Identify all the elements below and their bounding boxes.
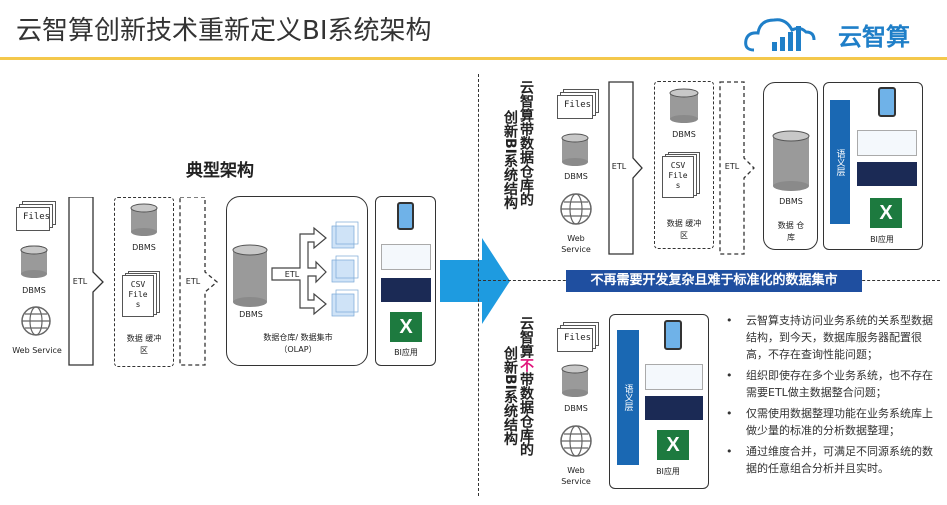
vertical-separator bbox=[478, 74, 479, 496]
top-web-service-label: Web Service bbox=[561, 234, 591, 254]
top-excel-icon: X bbox=[870, 198, 902, 228]
top-warehouse-dbms-label: DBMS bbox=[779, 197, 803, 206]
bottom-web-service-label: Web Service bbox=[561, 466, 591, 486]
top-etl2-label: ETL bbox=[724, 162, 740, 171]
top-files-label: Files bbox=[557, 95, 593, 119]
left-warehouse-label: 数据仓库/ 数据集市（OLAP） bbox=[263, 333, 333, 354]
left-buffer-box bbox=[114, 197, 174, 367]
left-dashboard-thumb bbox=[381, 244, 431, 270]
typical-architecture-heading: 典型架构 bbox=[186, 161, 254, 181]
benefit-bullets: 云智算支持访问业务系统的关系型数据结构，到今天，数据库服务器配置很高，不存在查询… bbox=[722, 312, 936, 481]
bottom-vtitle-a: 云智算不带数据仓库的 bbox=[518, 316, 534, 500]
top-dashboard-dark-thumb bbox=[857, 162, 917, 186]
top-buffer-box bbox=[654, 81, 714, 249]
top-web-globe-icon bbox=[560, 193, 592, 225]
left-etl-olap-arrows bbox=[271, 221, 359, 317]
top-csv-label: CSV File s bbox=[662, 156, 694, 198]
left-etl2-label: ETL bbox=[185, 277, 201, 286]
top-bi-box bbox=[823, 82, 923, 250]
top-buffer-dbms-label: DBMS bbox=[672, 130, 696, 139]
left-buffer-db-icon bbox=[130, 203, 158, 236]
left-etl2-arrow bbox=[179, 197, 219, 366]
page-title: 云智算创新技术重新定义BI系统架构 bbox=[16, 16, 432, 46]
header-divider bbox=[0, 57, 947, 60]
bottom-files-label: Files bbox=[557, 328, 593, 352]
bottom-excel-icon: X bbox=[657, 430, 689, 460]
left-etl1-label: ETL bbox=[72, 277, 88, 286]
left-files-icon: Files bbox=[16, 201, 56, 231]
top-buffer-label: 数据 缓冲区 bbox=[666, 219, 702, 240]
bottom-web-globe-icon bbox=[560, 425, 592, 457]
bottom-semantic-layer: 语义层 bbox=[617, 330, 639, 465]
left-phone-icon bbox=[397, 202, 414, 230]
left-web-globe-icon bbox=[21, 306, 51, 336]
bullet-item: 云智算支持访问业务系统的关系型数据结构，到今天，数据库服务器配置很高，不存在查询… bbox=[722, 312, 936, 363]
left-warehouse-dbms-label: DBMS bbox=[239, 310, 263, 319]
left-csv-label: CSV File s bbox=[122, 275, 154, 317]
left-warehouse-db-icon bbox=[232, 244, 268, 307]
bottom-files-icon: Files bbox=[557, 322, 599, 352]
top-source-dbms-label: DBMS bbox=[564, 172, 588, 181]
top-warehouse-box bbox=[763, 82, 818, 250]
bottom-bi-box bbox=[609, 314, 709, 489]
brand-logo-text: 云智算 bbox=[838, 23, 910, 51]
top-semantic-layer: 语义层 bbox=[830, 100, 850, 224]
bullet-item: 通过维度合并，可满足不同源系统的数据的任意组合分析并且实时。 bbox=[722, 443, 936, 477]
left-bi-label: BI应用 bbox=[394, 348, 418, 357]
left-web-service-label: Web Service bbox=[12, 346, 62, 355]
top-files-icon: Files bbox=[557, 89, 599, 119]
bottom-vtitle-not: 不 bbox=[518, 358, 534, 372]
left-source-dbms-label: DBMS bbox=[22, 286, 46, 295]
bottom-vtitle-b: 创新BI系统结构 bbox=[502, 346, 518, 446]
cloud-logo-icon bbox=[744, 18, 816, 52]
top-etl2-arrow bbox=[719, 81, 755, 255]
bottom-vtitle-a1: 云智算 bbox=[518, 316, 534, 358]
left-buffer-label: 数据 缓冲区 bbox=[126, 334, 162, 355]
left-bi-box bbox=[375, 196, 436, 366]
top-source-db-icon bbox=[561, 133, 589, 166]
left-excel-icon: X bbox=[390, 312, 422, 342]
top-dashboard-thumb bbox=[857, 130, 917, 156]
top-etl1-label: ETL bbox=[611, 162, 627, 171]
bullet-item: 组织即使存在多个业务系统，也不存在需要ETL做主数据整合问题； bbox=[722, 367, 936, 401]
left-etl1-arrow bbox=[68, 197, 104, 366]
bottom-vtitle-a3: 带数据仓库的 bbox=[518, 372, 534, 456]
top-vtitle-b: 创新BI系统结构 bbox=[502, 110, 518, 210]
left-dashboard-dark-thumb bbox=[381, 278, 431, 302]
bottom-source-db-icon bbox=[561, 364, 589, 397]
top-phone-icon bbox=[878, 87, 896, 117]
bottom-source-dbms-label: DBMS bbox=[564, 404, 588, 413]
key-message-banner: 不再需要开发复杂且难于标准化的数据集市 bbox=[566, 270, 862, 292]
bullet-item: 仅需使用数据整理功能在业务系统库上做少量的标准的分析数据整理； bbox=[722, 405, 936, 439]
bottom-phone-icon bbox=[664, 320, 682, 350]
top-bi-label: BI应用 bbox=[870, 235, 894, 244]
bottom-bi-label: BI应用 bbox=[656, 467, 680, 476]
top-vtitle-a: 云智算带数据仓库的 bbox=[518, 80, 534, 206]
top-csv-files-icon: CSV File s bbox=[662, 152, 702, 198]
top-warehouse-label: 数据 仓库 bbox=[777, 221, 805, 242]
top-etl1-arrow bbox=[608, 81, 643, 255]
left-files-label: Files bbox=[16, 207, 50, 231]
left-warehouse-etl-label: ETL bbox=[284, 270, 300, 279]
left-csv-files-icon: CSV File s bbox=[122, 271, 162, 317]
bottom-dashboard-thumb bbox=[645, 364, 703, 390]
top-buffer-db-icon bbox=[669, 88, 699, 123]
big-transition-arrow bbox=[440, 238, 510, 324]
bottom-dashboard-dark-thumb bbox=[645, 396, 703, 420]
left-buffer-dbms-label: DBMS bbox=[132, 243, 156, 252]
top-warehouse-db-icon bbox=[772, 130, 810, 191]
left-warehouse-box bbox=[226, 196, 368, 366]
left-source-db-icon bbox=[20, 245, 48, 278]
